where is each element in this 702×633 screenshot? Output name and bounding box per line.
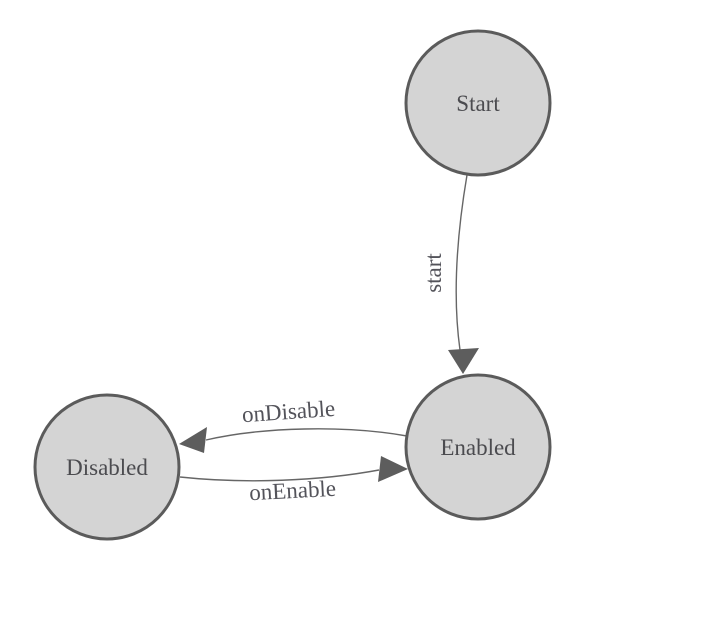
state-node-enabled: Enabled bbox=[404, 373, 552, 521]
state-label-enabled: Enabled bbox=[440, 435, 516, 460]
state-label-start: Start bbox=[456, 91, 500, 116]
transition-ondisable-label: onDisable bbox=[241, 396, 336, 427]
state-node-disabled: Disabled bbox=[33, 393, 181, 541]
state-label-disabled: Disabled bbox=[66, 455, 148, 480]
transition-ondisable-arrowhead-icon bbox=[179, 427, 207, 453]
transition-ondisable: onDisable bbox=[179, 396, 408, 453]
transition-onenable-label: onEnable bbox=[249, 476, 337, 506]
transition-start: start bbox=[421, 174, 479, 374]
state-circle-enabled bbox=[404, 373, 552, 521]
transition-onenable-path bbox=[179, 469, 380, 482]
state-circle-start bbox=[404, 29, 552, 177]
transition-start-arrowhead-icon bbox=[448, 348, 479, 374]
transition-onenable-arrowhead-icon bbox=[378, 456, 408, 482]
transition-onenable: onEnable bbox=[179, 456, 408, 506]
transition-start-path bbox=[455, 174, 468, 351]
state-node-start: Start bbox=[404, 29, 552, 177]
state-circle-disabled bbox=[33, 393, 181, 541]
transition-start-label: start bbox=[421, 253, 446, 293]
transition-ondisable-path bbox=[205, 428, 408, 441]
